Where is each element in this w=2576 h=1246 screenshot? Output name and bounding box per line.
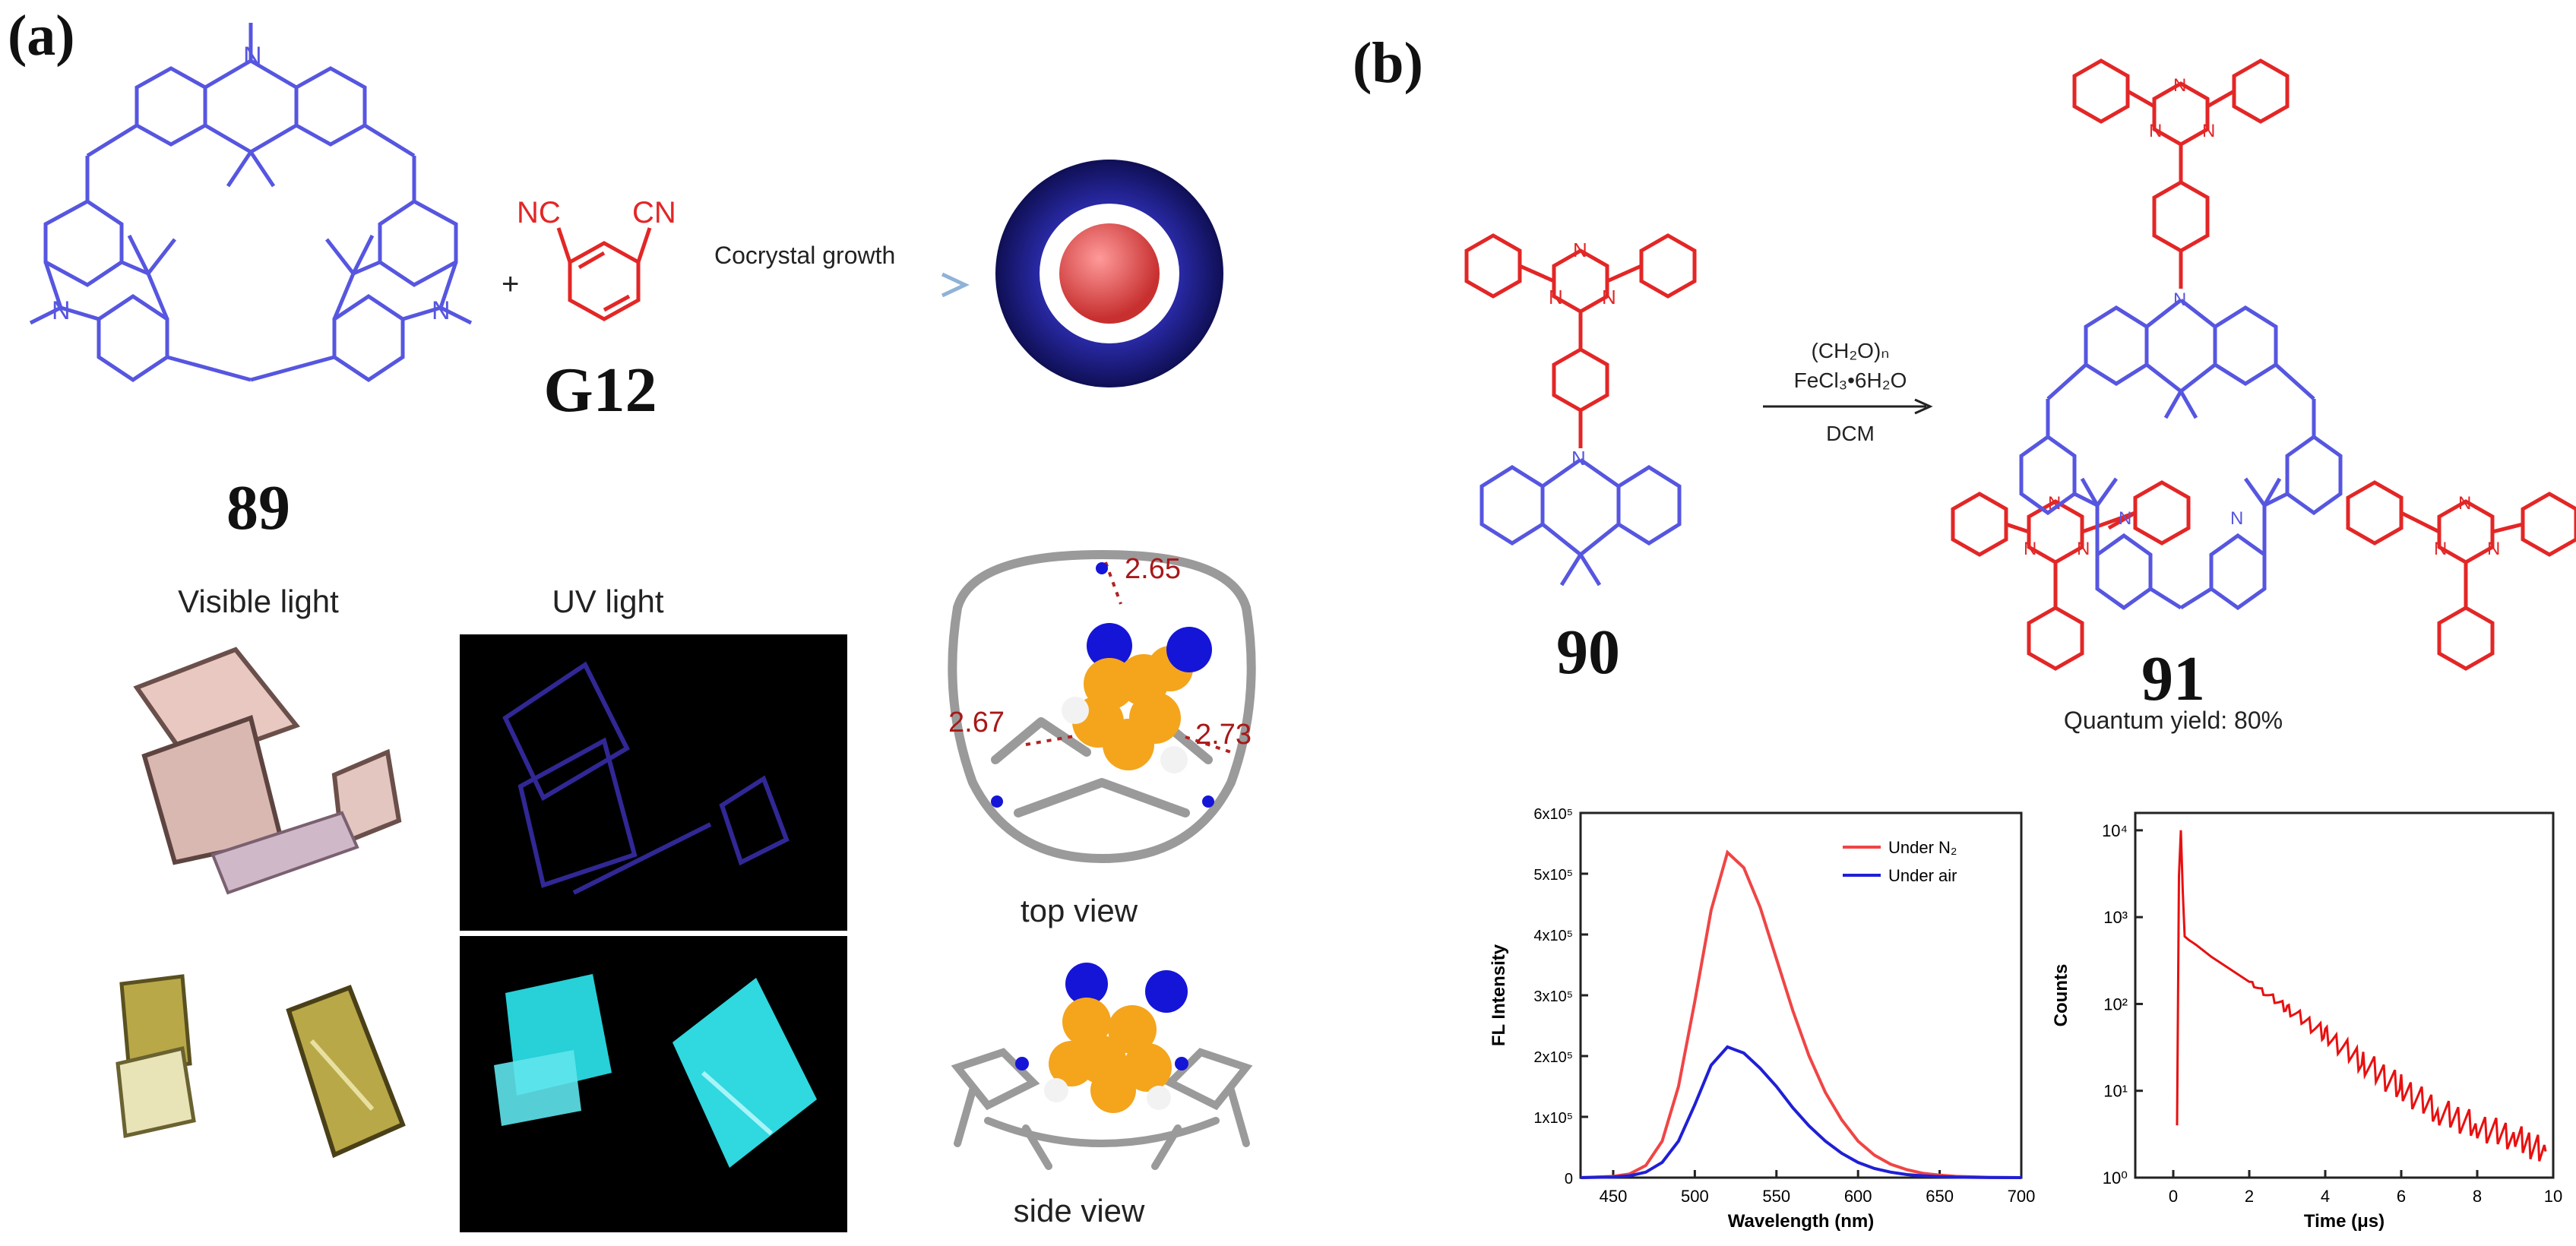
svg-text:N: N [2173,75,2186,96]
compound-label-91: 91 [2141,644,2205,714]
photo-uv-top [460,634,847,931]
chart2-xtick-label: 10 [2544,1187,2562,1206]
chart2-xtick-label: 8 [2473,1187,2482,1206]
svg-text:N: N [52,296,71,325]
chart1-ytick-label: 5x10⁵ [1533,867,1573,884]
header-uv-light: UV light [552,583,664,619]
condition-2: FeCl₃•6H₂O [1793,368,1907,392]
legend-under-n2: Under N₂ [1888,838,1957,857]
host-89-structure: N N N [29,23,473,383]
chart2-xtick-label: 6 [2397,1187,2406,1206]
chart1-ytick-label: 2x10⁵ [1533,1049,1573,1066]
photo-visible-top [106,634,441,923]
compound-label-90: 90 [1556,617,1620,688]
chart1-ytick-label: 3x10⁵ [1533,988,1573,1005]
reaction-arrow [676,272,970,298]
guest-nc-label: NC [517,196,561,229]
svg-text:N: N [2173,289,2186,310]
header-visible-light: Visible light [178,583,339,619]
svg-text:N: N [2434,539,2447,559]
chart2-series-0 [2176,830,2547,1162]
chart1-xtick-label: 450 [1600,1187,1628,1206]
svg-text:N: N [2119,508,2131,529]
chart1-ytick-label: 4x10⁵ [1533,928,1573,944]
photo-uv-bottom [460,936,847,1232]
chart1-ytick-label: 1x10⁵ [1533,1110,1573,1127]
compound-90-structure: N N N N [1464,233,1697,587]
svg-text:N: N [2487,539,2500,559]
chart1-xtick-label: 700 [2008,1187,2036,1206]
svg-text:N: N [1573,239,1587,261]
chart1-series-0 [1580,849,2022,1179]
crystal-structure-side-view [951,963,1253,1170]
chart2-ytick-label: 10² [2103,995,2128,1014]
chart1-ytick-label: 0 [1565,1171,1573,1187]
caption-side-view: side view [1013,1193,1145,1229]
fl-spectrum-chart: 450 500 550 600 650 700 0 1x10⁵ 2x10⁵ 3x10⁵ 4x10⁵ 5… [1489,806,2036,1232]
svg-text:N: N [2458,493,2471,514]
condition-1: (CH₂O)ₙ [1811,339,1890,362]
crystal-structure-top-view [948,550,1256,863]
chart1-xtick-label: 650 [1926,1187,1954,1206]
svg-text:N: N [243,42,262,71]
photo-visible-bottom [106,957,441,1246]
chart1-xlabel: Wavelength (nm) [1728,1211,1874,1232]
svg-text:N: N [432,296,451,325]
caption-top-view: top view [1020,893,1138,928]
chart1-ytick-label: 6x10⁵ [1533,806,1573,823]
chart1-legend: Under N₂ Under air [1843,838,1957,885]
reaction-label: Cocrystal growth [714,242,896,269]
decay-chart: 0 2 4 6 8 10 10⁰ 10¹ 10² 10³ 10⁴ Time (μs) Counts [2051,811,2562,1232]
chart2-ytick-label: 10¹ [2103,1082,2128,1101]
svg-text:N: N [2149,121,2162,141]
legend-under-air: Under air [1888,866,1957,885]
svg-text:N: N [1602,286,1616,308]
host-guest-cartoon [995,160,1223,387]
panel-label-a: (a) [8,4,75,68]
compound-label-89: 89 [226,473,290,543]
chart1-xtick-label: 600 [1844,1187,1872,1206]
chart2-ytick-label: 10⁰ [2103,1169,2128,1187]
svg-text:N: N [2024,539,2036,559]
chart2-xtick-label: 4 [2321,1187,2330,1206]
distance-label-2: 2.67 [948,707,1005,738]
chart2-ytick-label: 10³ [2103,908,2128,927]
guest-g12-structure [556,227,652,321]
svg-text:N: N [1571,447,1586,470]
compound-label-g12: G12 [543,355,657,425]
chart2-xtick-label: 2 [2245,1187,2254,1206]
chart1-series-1 [1580,1045,2022,1179]
plus-sign: + [502,267,520,301]
chart2-ylabel: Counts [2051,964,2071,1027]
chart2-xlabel: Time (μs) [2304,1211,2385,1232]
chart2-frame [2134,811,2555,1179]
chart2-xtick-label: 0 [2169,1187,2178,1206]
condition-3: DCM [1826,422,1875,445]
svg-text:N: N [2202,121,2215,141]
chart1-ylabel: FL Intensity [1489,944,1509,1046]
chart1-xtick-label: 550 [1762,1187,1790,1206]
quantum-yield: Quantum yield: 80% [2063,707,2283,734]
distance-label-3: 2.73 [1195,719,1252,751]
svg-text:N: N [2077,539,2090,559]
svg-text:N: N [1549,286,1563,308]
chart2-ytick-label: 10⁴ [2102,821,2128,840]
guest-cn-label: CN [632,196,676,229]
distance-label-1: 2.65 [1125,553,1181,585]
chart1-xtick-label: 500 [1681,1187,1709,1206]
synthesis-arrow [1763,398,1933,415]
panel-label-b: (b) [1353,31,1423,95]
svg-text:N: N [2230,508,2243,529]
